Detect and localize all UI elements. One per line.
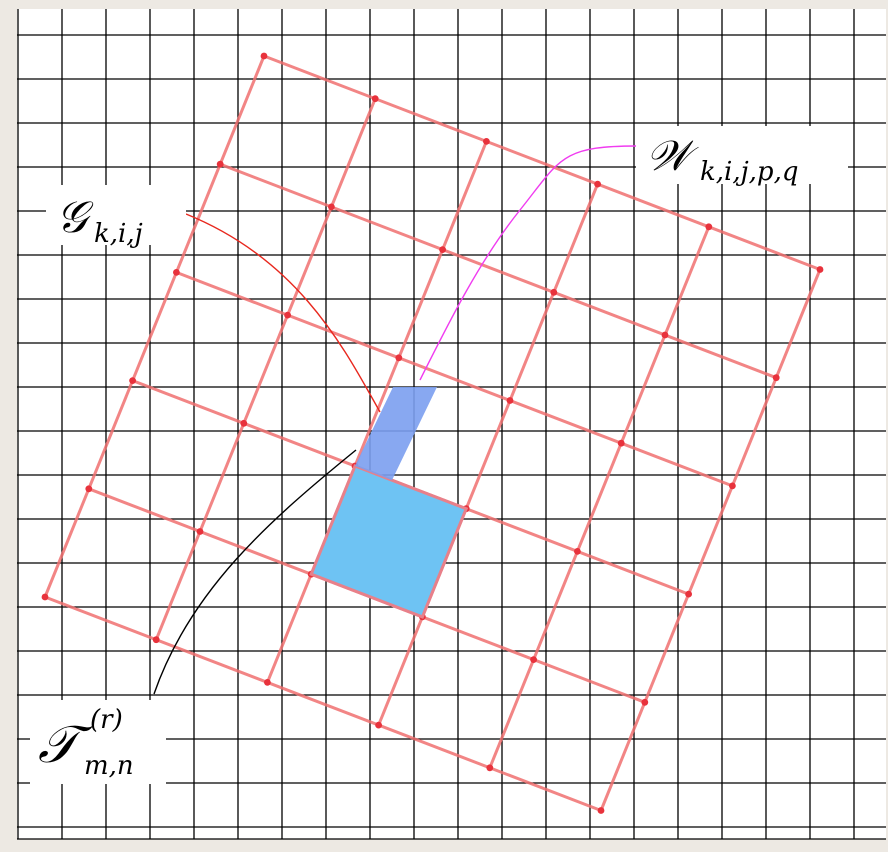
leader-lines: [153, 145, 637, 695]
rotated-grid-node: [641, 698, 649, 706]
label-t-superscript: (r): [90, 705, 123, 735]
rotated-grid-row-line: [263, 54, 821, 271]
rotated-grid-column-line: [266, 140, 488, 683]
rotated-grid-node: [772, 374, 780, 382]
label-w-subscript: k,i,j,p,q: [700, 157, 798, 187]
label-w: 𝒲 k,i,j,p,q: [636, 126, 848, 187]
leader-line-t: [153, 449, 357, 695]
rotated-grid-node: [574, 548, 581, 555]
label-g: 𝒢 k,i,j: [46, 185, 186, 249]
rotated-grid-node: [816, 266, 824, 273]
rotated-grid-node: [371, 95, 379, 103]
rotated-grid-column-line: [43, 55, 266, 598]
rotated-grid-node: [594, 180, 601, 188]
rotated-grid-node: [597, 807, 605, 814]
rotated-grid-column-line: [154, 98, 377, 641]
rotated-grid-node: [483, 138, 490, 145]
rotated-grid-node: [661, 331, 669, 339]
rotated-grid-column-line: [488, 226, 711, 769]
label-g-subscript: k,i,j: [94, 219, 143, 249]
rotated-grid-row-line: [219, 162, 777, 380]
window-overlap: [355, 387, 437, 481]
label-t-subscript: m,n: [84, 751, 134, 781]
rotated-grid-node: [705, 223, 713, 231]
rotated-grid-node: [328, 203, 335, 211]
rotated-grid-column-line: [599, 268, 822, 812]
rotated-grid-node: [530, 656, 537, 663]
rotated-grid-node: [129, 377, 137, 384]
rotated-grid-node: [439, 246, 446, 254]
highlighted-cell: [309, 464, 469, 619]
rotated-grid-node: [196, 528, 204, 535]
rotated-grid-node: [173, 269, 180, 276]
label-w-box: [636, 126, 848, 184]
rotated-grid-row-line: [44, 595, 602, 812]
rotated-grid-node: [85, 485, 93, 493]
leader-line-g: [185, 213, 381, 413]
rotated-grid-node: [260, 52, 268, 60]
rotated-grid-node: [685, 590, 692, 598]
leader-line-w: [419, 145, 637, 381]
rotated-grid-node: [264, 679, 271, 686]
rotated-grid-column-line: [377, 183, 599, 726]
rotated-grid-node: [617, 439, 625, 447]
rotated-grid-node: [395, 354, 403, 362]
rotated-grid-node: [240, 419, 248, 427]
rotated-grid-node: [152, 636, 160, 644]
label-g-box: [46, 185, 186, 245]
label-t: 𝒯 (r) m,n: [30, 700, 166, 784]
highlighted-cells: [309, 387, 469, 619]
rotated-grid-row-line: [175, 270, 733, 488]
rotated-grid-node: [486, 764, 494, 772]
rotated-grid-node: [375, 721, 382, 729]
rotated-grid-node: [284, 311, 291, 319]
rotated-grid-node: [550, 288, 558, 296]
rotated-grid-node: [216, 160, 224, 168]
rotated-grid-node: [506, 397, 514, 404]
rotated-grid-node: [41, 593, 49, 601]
rotated-grid-node: [729, 482, 736, 490]
label-t-box: [30, 700, 166, 784]
